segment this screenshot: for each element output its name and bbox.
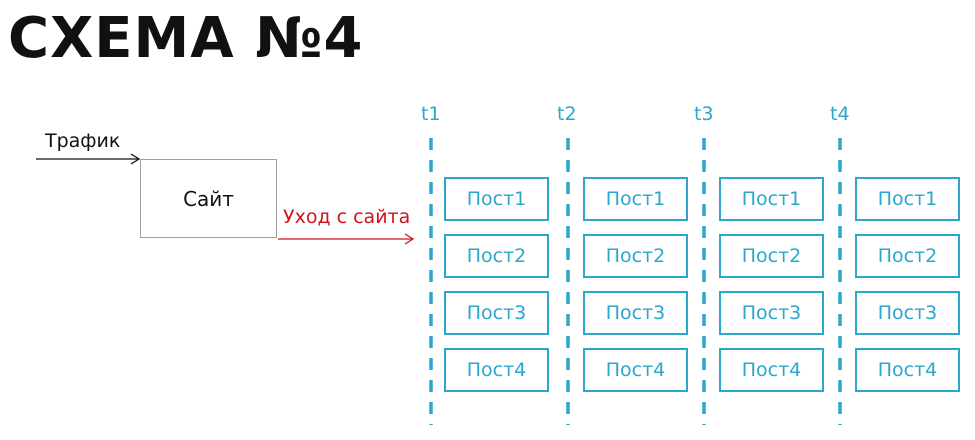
time-label-t3: t3: [694, 103, 714, 125]
post-box: Пост3: [583, 291, 688, 335]
post-box: Пост4: [444, 348, 549, 392]
site-label: Сайт: [183, 186, 234, 211]
post-box: Пост3: [855, 291, 960, 335]
post-box: Пост4: [583, 348, 688, 392]
traffic-label: Трафик: [45, 130, 121, 152]
post-box: Пост2: [444, 234, 549, 278]
post-box: Пост1: [444, 177, 549, 221]
post-box: Пост4: [855, 348, 960, 392]
post-box: Пост1: [855, 177, 960, 221]
post-box: Пост2: [855, 234, 960, 278]
leave-label: Уход с сайта: [283, 206, 411, 228]
page-title: СХЕМА №4: [8, 6, 364, 71]
site-box: Сайт: [140, 159, 277, 238]
traffic-arrowhead: [130, 153, 141, 165]
post-box: Пост4: [719, 348, 824, 392]
post-box: Пост1: [583, 177, 688, 221]
post-box: Пост2: [583, 234, 688, 278]
post-box: Пост3: [444, 291, 549, 335]
time-label-t1: t1: [421, 103, 441, 125]
time-label-t2: t2: [557, 103, 577, 125]
leave-arrowhead: [404, 233, 415, 245]
post-box: Пост3: [719, 291, 824, 335]
time-label-t4: t4: [830, 103, 850, 125]
post-box: Пост1: [719, 177, 824, 221]
post-box: Пост2: [719, 234, 824, 278]
